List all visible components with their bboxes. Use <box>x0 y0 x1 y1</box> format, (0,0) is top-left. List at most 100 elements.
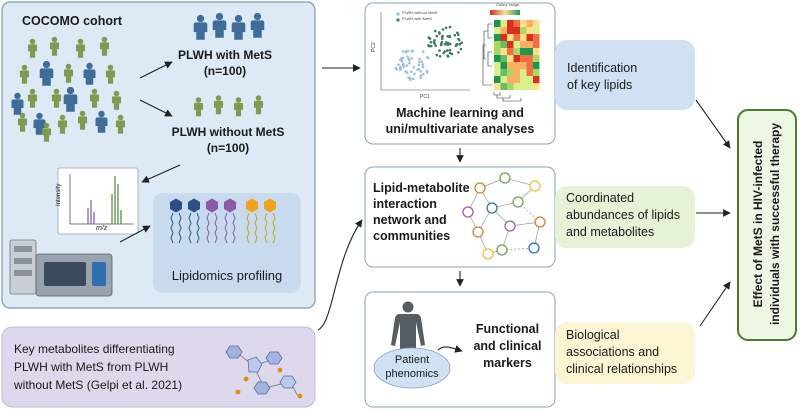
coordinated-line-1: Coordinated <box>566 191 635 205</box>
scatter-point <box>404 50 408 53</box>
key-metabolites-line-3: without MetS (Gelpi et al. 2021) <box>14 378 183 392</box>
heatmap-cell <box>513 76 520 83</box>
heatmap-cell <box>494 41 501 48</box>
scatter-point <box>425 56 429 59</box>
heatmap-cell <box>494 27 501 34</box>
heatmap-cell <box>526 20 533 27</box>
heatmap-cell <box>533 62 540 69</box>
heatmap-cell <box>500 55 507 62</box>
heatmap-cell <box>526 41 533 48</box>
scatter-point <box>409 70 413 74</box>
scatter-point <box>407 57 410 60</box>
scatter-point <box>448 25 452 29</box>
pca-x-label: PC1 <box>420 94 430 100</box>
heatmap-cell <box>513 55 520 62</box>
scatter-point <box>448 48 452 52</box>
phenomics-line-1: Patient <box>394 354 430 366</box>
heatmap-cell <box>520 41 527 48</box>
pca-y-label: PC2 <box>371 42 377 52</box>
biological-line-2: associations and <box>566 345 660 359</box>
scatter-point <box>453 33 457 37</box>
heatmap-cell <box>526 55 533 62</box>
heatmap-cell <box>507 34 514 41</box>
scatter-point <box>438 55 442 58</box>
heatmap-cell <box>533 55 540 62</box>
heatmap-cell <box>526 48 533 55</box>
scatter-point <box>421 63 425 66</box>
heatmap-cell <box>533 27 540 34</box>
scatter-point <box>445 49 449 52</box>
mass-spec-instrument-icon <box>9 239 113 297</box>
heatmap-cell <box>507 48 514 55</box>
heatmap-cell <box>533 34 540 41</box>
heatmap-cell <box>500 27 507 34</box>
heatmap-cell <box>513 20 520 27</box>
scatter-point <box>459 47 463 51</box>
scatter-point <box>411 77 415 81</box>
heatmap-cell <box>500 62 507 69</box>
scatter-point <box>440 42 443 45</box>
heatmap-cell <box>494 83 501 90</box>
spectrum-y-axis: Intensity <box>56 183 62 206</box>
scatter-point <box>443 42 447 46</box>
heatmap-cell <box>507 83 514 90</box>
heatmap-cell <box>494 55 501 62</box>
heatmap-cell <box>500 34 507 41</box>
scatter-point <box>441 28 445 31</box>
mass-spectrum <box>57 167 139 235</box>
heatmap-cell <box>526 27 533 34</box>
arrow-to-mets <box>139 61 173 79</box>
scatter-point <box>406 49 410 53</box>
scatter-point <box>408 61 411 65</box>
scatter-point <box>400 57 403 60</box>
scatter-point <box>448 42 452 46</box>
scatter-point <box>432 40 436 44</box>
scatter-legend-0: PLWH without MetS <box>402 10 438 15</box>
scatter-point <box>405 64 409 67</box>
heatmap-cell <box>500 48 507 55</box>
scatter-point <box>433 29 437 33</box>
scatter-point <box>446 35 450 38</box>
network-line-4: communities <box>373 229 451 243</box>
scatter-point <box>418 57 421 61</box>
heatmap-cell <box>520 34 527 41</box>
scatter-point <box>457 51 460 54</box>
coordinated-line-2: abundances of lipids <box>566 208 680 222</box>
arrow-to-lipidomics <box>119 225 151 243</box>
heatmap-cell <box>513 83 520 90</box>
scatter-point <box>441 34 445 38</box>
scatter-point <box>435 53 439 57</box>
heatmap-cell <box>533 48 540 55</box>
heatmap-cell <box>513 69 520 76</box>
heatmap-cell <box>533 69 540 76</box>
scatter-point <box>455 42 459 46</box>
scatter-point <box>457 37 460 41</box>
scatter-point <box>413 72 416 76</box>
scatter-point <box>402 64 405 67</box>
heatmap-cell <box>513 41 520 48</box>
heatmap-cell <box>507 69 514 76</box>
scatter-point <box>421 50 425 54</box>
mets-label: PLWH with MetS <box>178 48 272 62</box>
non-mets-count: (n=100) <box>206 141 250 155</box>
heatmap-cell <box>533 76 540 83</box>
heatmap-legend: Colour range <box>496 2 520 7</box>
scatter-point <box>450 52 454 56</box>
clinical-line-2: and clinical <box>473 339 542 353</box>
scatter-point <box>427 36 431 39</box>
scatter-point <box>420 60 424 63</box>
scatter-point <box>410 49 414 53</box>
metabolite-structures-icon <box>225 345 303 399</box>
biological-line-1: Biological <box>566 328 620 342</box>
final-line-1: Effect of MetS in HIV-infected <box>751 140 765 308</box>
arrow-biological-to-final <box>699 281 731 327</box>
scatter-legend-1: PLWH with MetS <box>402 16 432 21</box>
coordinated-line-3: and metabolites <box>566 225 655 239</box>
lipidomics-label: Lipidomics profiling <box>171 268 283 283</box>
scatter-point <box>400 60 404 63</box>
heatmap-cell <box>494 34 501 41</box>
heatmap-cell <box>520 62 527 69</box>
heatmap-cell <box>500 41 507 48</box>
